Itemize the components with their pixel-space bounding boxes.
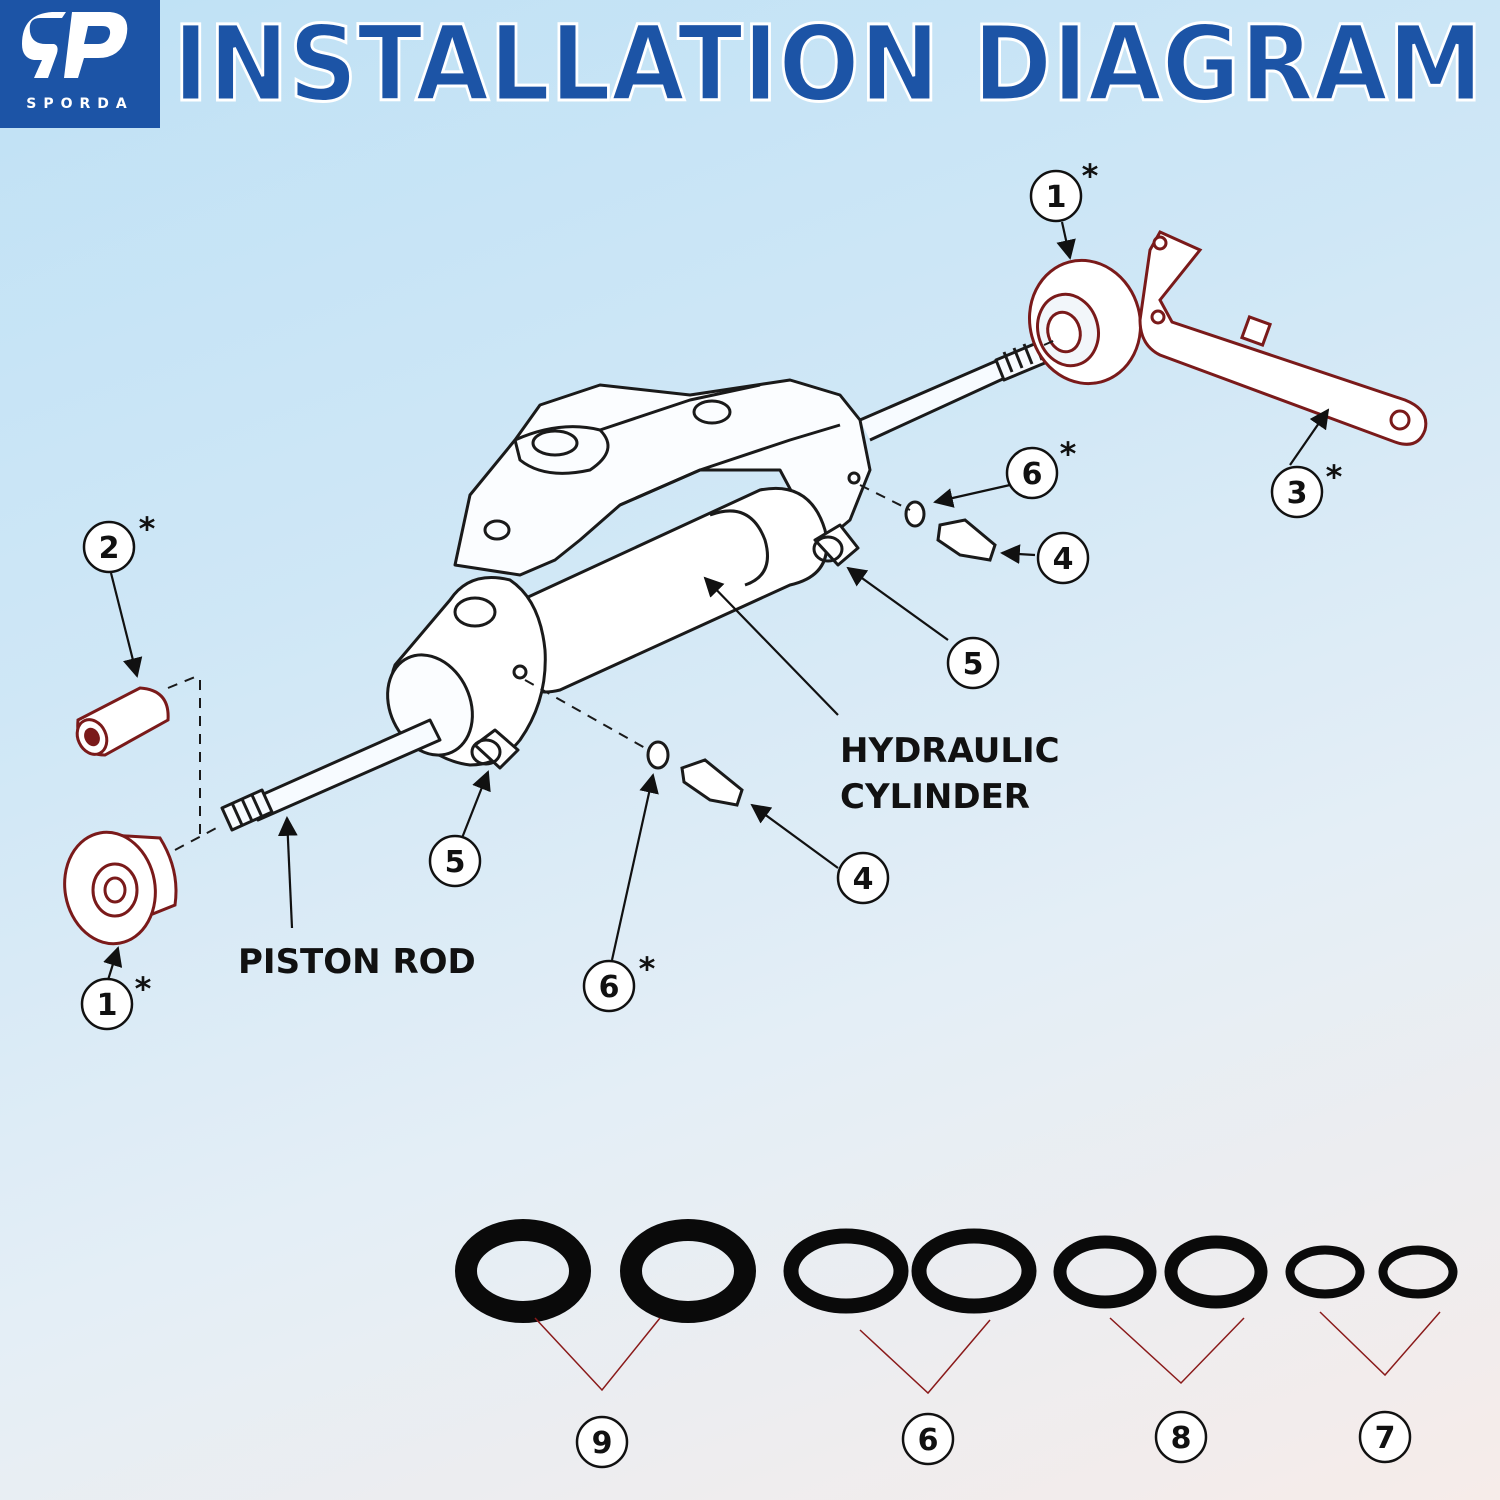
o-ring-7a: [1285, 1245, 1365, 1299]
o-ring-callout-9: 9: [575, 1415, 629, 1469]
svg-text:7: 7: [1375, 1421, 1396, 1456]
o-ring-9a: [455, 1219, 591, 1323]
bleed-nipple-bottom: [680, 758, 744, 807]
svg-text:6: 6: [599, 970, 620, 1005]
svg-text:*: *: [639, 950, 656, 988]
page-title: INSTALLATION DIAGRAM: [172, 2, 1485, 119]
o-ring-callout-6: 6: [901, 1412, 955, 1466]
callout-6-bottom: 6 *: [582, 950, 656, 1013]
callout-4-right: 4: [1036, 531, 1090, 585]
o-ring-7b: [1378, 1245, 1458, 1299]
alignment-lines: [167, 337, 1061, 851]
callout-3: 3 *: [1270, 458, 1343, 519]
svg-text:6: 6: [918, 1423, 939, 1458]
callout-5-left: 5: [428, 834, 482, 888]
leader-arrows: [103, 221, 1330, 981]
callout-5-right: 5: [946, 636, 1000, 690]
piston-rod-label: PISTON ROD: [238, 942, 476, 982]
svg-text:8: 8: [1171, 1421, 1192, 1456]
svg-text:4: 4: [1053, 542, 1074, 577]
svg-text:*: *: [1082, 157, 1099, 195]
callout-1-bottom: 1 *: [80, 970, 152, 1031]
svg-text:4: 4: [853, 862, 874, 897]
svg-text:2: 2: [99, 531, 120, 566]
o-ring-leaders: [534, 1311, 1441, 1395]
logo-mark-icon: [22, 12, 128, 78]
brand-logo: SPORDA: [0, 0, 160, 128]
title-text: INSTALLATION DIAGRAM: [173, 3, 1483, 118]
callout-4-bottom: 4: [836, 851, 890, 905]
svg-text:*: *: [139, 510, 156, 548]
svg-text:1: 1: [97, 988, 118, 1023]
o-ring-9b: [620, 1219, 756, 1323]
logo-wordmark: SPORDA: [26, 96, 134, 112]
o-ring-8a: [1053, 1235, 1157, 1309]
svg-text:9: 9: [592, 1426, 613, 1461]
o-ring-callout-8: 8: [1154, 1410, 1208, 1464]
tapered-bushing: [75, 686, 170, 757]
callout-2: 2 *: [82, 510, 156, 574]
o-ring-6a: [783, 1228, 909, 1314]
svg-text:3: 3: [1287, 476, 1308, 511]
o-ring-8b: [1164, 1235, 1268, 1309]
svg-text:5: 5: [445, 845, 466, 880]
hydraulic-label-line2: CYLINDER: [840, 777, 1030, 817]
svg-text:5: 5: [963, 647, 984, 682]
washer-right: [904, 500, 926, 528]
washer-bottom: [646, 740, 670, 770]
spanner-wrench: [1138, 230, 1428, 446]
callout-1-top: 1 *: [1029, 157, 1099, 223]
gland-nut-bottom: [63, 830, 178, 946]
hydraulic-label-line1: HYDRAULIC: [840, 731, 1060, 771]
hydraulic-cylinder-drawing: [220, 338, 1054, 832]
svg-text:*: *: [1326, 458, 1343, 496]
svg-text:1: 1: [1046, 180, 1067, 215]
callout-6-right: 6 *: [1005, 435, 1077, 500]
o-ring-callout-7: 7: [1358, 1410, 1412, 1464]
o-ring-set: [455, 1219, 1458, 1323]
bleed-nipple-right: [936, 518, 997, 562]
gland-nut-top: [1028, 258, 1142, 386]
o-ring-6b: [911, 1228, 1037, 1314]
svg-text:*: *: [1060, 435, 1077, 473]
svg-text:6: 6: [1022, 457, 1043, 492]
svg-text:*: *: [135, 970, 152, 1008]
